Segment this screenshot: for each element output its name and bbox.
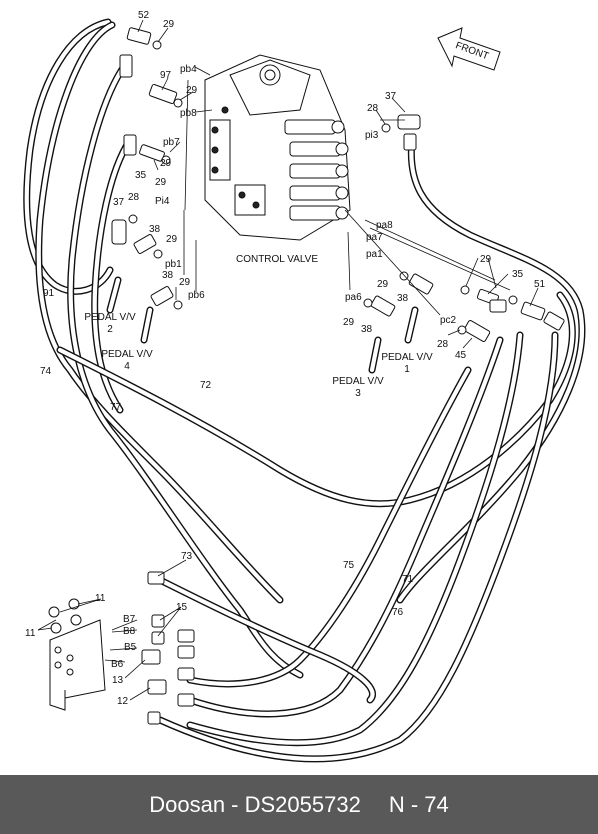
port-label-pb6: pb6 xyxy=(188,290,205,301)
mounting-bracket xyxy=(48,598,106,711)
port-label-pa7: pa7 xyxy=(366,232,383,243)
callout-38: 38 xyxy=(162,270,174,281)
footer-bar: Doosan - DS2055732 N - 74 xyxy=(0,775,598,834)
port-label-pi4: Pi4 xyxy=(155,196,170,207)
callout-51: 51 xyxy=(534,279,546,290)
callout-28: 28 xyxy=(437,339,449,350)
footer-code: DS2055732 xyxy=(244,791,361,817)
callout-45: 45 xyxy=(455,350,467,361)
port-label-b8: B8 xyxy=(123,626,136,637)
port-label-pa8: pa8 xyxy=(376,220,393,231)
callout-38: 38 xyxy=(361,324,373,335)
port-label-pb8: pb8 xyxy=(180,108,197,119)
callout-71: 71 xyxy=(402,574,414,585)
pedal-valve-1-number: 1 xyxy=(404,364,410,375)
leader-lines xyxy=(37,19,539,701)
callout-35: 35 xyxy=(512,269,524,280)
callout-38: 38 xyxy=(149,224,161,235)
port-label-pb7: pb7 xyxy=(163,137,180,148)
pedal-valve-4-label: PEDAL V/V xyxy=(101,349,153,360)
callout-74: 74 xyxy=(40,366,52,377)
callout-15: 15 xyxy=(176,602,188,613)
callout-76: 76 xyxy=(392,607,404,618)
hydraulic-hose-diagram: FRONT xyxy=(23,10,586,763)
callout-35: 35 xyxy=(135,170,147,181)
hose-group xyxy=(23,18,586,763)
port-label-pc2: pc2 xyxy=(440,315,457,326)
callout-11: 11 xyxy=(95,593,106,604)
callout-12: 12 xyxy=(117,696,129,707)
callout-91: 91 xyxy=(43,288,55,299)
control-valve xyxy=(204,54,351,241)
callout-72: 72 xyxy=(200,380,212,391)
callout-29: 29 xyxy=(166,234,178,245)
callout-11: 11 xyxy=(25,628,36,639)
pedal-valve-1-label: PEDAL V/V xyxy=(381,352,433,363)
callout-13: 13 xyxy=(112,675,124,686)
port-label-pb1: pb1 xyxy=(165,259,182,270)
callout-97: 97 xyxy=(160,70,172,81)
callout-29: 29 xyxy=(186,85,198,96)
port-label-b5: B5 xyxy=(124,642,137,653)
valve-spools xyxy=(284,119,349,221)
fittings xyxy=(111,27,565,725)
callout-77: 77 xyxy=(110,402,122,413)
callout-28: 28 xyxy=(128,192,140,203)
callout-38: 38 xyxy=(397,293,409,304)
callout-29: 29 xyxy=(343,317,355,328)
callout-29: 29 xyxy=(160,158,172,169)
pedal-valve-4-number: 4 xyxy=(124,361,130,372)
callout-28: 28 xyxy=(367,103,379,114)
port-label-pb4: pb4 xyxy=(180,64,197,75)
control-valve-label: CONTROL VALVE xyxy=(236,254,318,265)
callout-75: 75 xyxy=(343,560,355,571)
callout-37: 37 xyxy=(113,197,125,208)
port-label-b6: B6 xyxy=(111,659,124,670)
callout-29: 29 xyxy=(163,19,175,30)
port-label-pi3: pi3 xyxy=(365,130,379,141)
port-label-b7: B7 xyxy=(123,614,136,625)
footer-page-number: N - 74 xyxy=(388,791,449,817)
callout-37: 37 xyxy=(385,91,397,102)
pedal-valve-2-label: PEDAL V/V xyxy=(84,312,136,323)
callout-29: 29 xyxy=(155,177,167,188)
callout-29: 29 xyxy=(480,254,492,265)
callout-29: 29 xyxy=(377,279,389,290)
port-label-pa6: pa6 xyxy=(345,292,362,303)
footer-separator: - xyxy=(225,791,245,817)
pedal-valve-3-label: PEDAL V/V xyxy=(332,376,384,387)
front-arrow: FRONT xyxy=(437,27,501,71)
port-label-pa1: pa1 xyxy=(366,249,383,260)
pedal-valve-2-number: 2 xyxy=(107,324,113,335)
callout-52: 52 xyxy=(138,10,150,21)
pedal-valve-3-number: 3 xyxy=(355,388,361,399)
callout-73: 73 xyxy=(181,551,193,562)
footer-brand: Doosan xyxy=(149,791,226,817)
callout-29: 29 xyxy=(179,277,191,288)
text-labels: CONTROL VALVE PEDAL V/V 2 PEDAL V/V 4 PE… xyxy=(25,10,546,707)
